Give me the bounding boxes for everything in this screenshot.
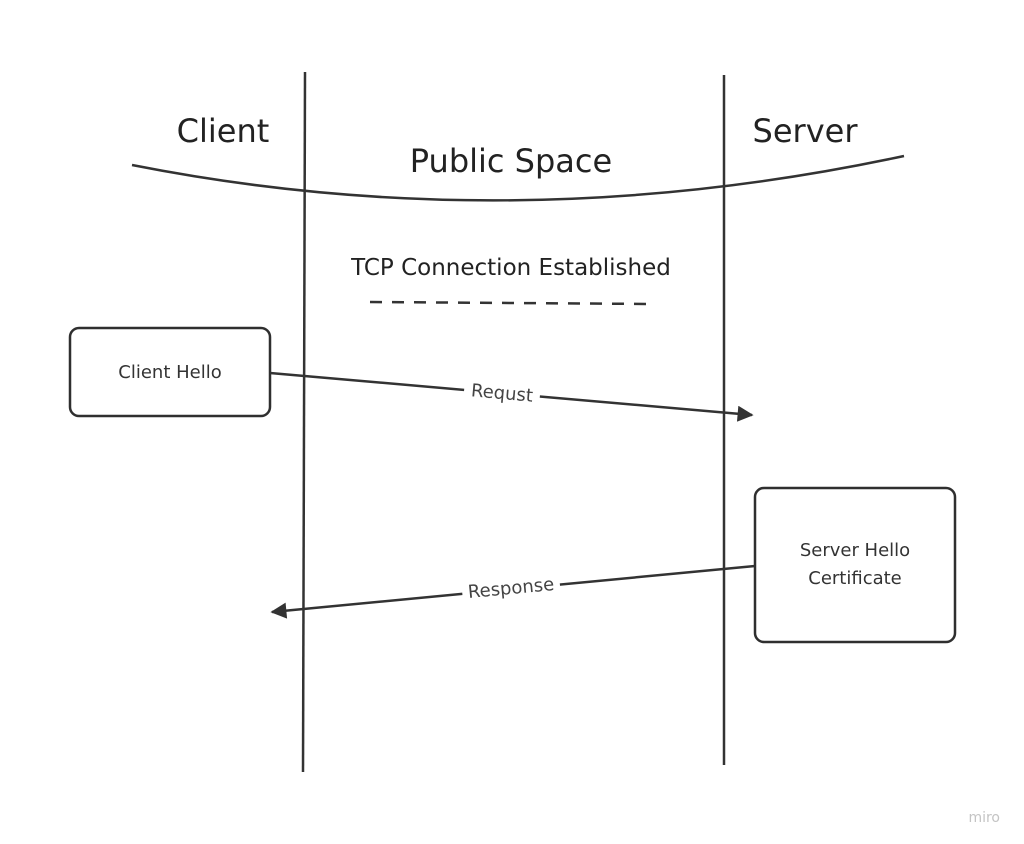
zone-label-server: Server [753, 112, 859, 150]
tcp-connection-note: TCP Connection Established [350, 255, 671, 281]
miro-watermark: miro [968, 810, 1000, 826]
request-label-bg [463, 377, 541, 409]
client-boundary-line [301, 71, 307, 773]
client-hello-label: Client Hello [118, 362, 221, 383]
server-certificate-label: Certificate [808, 568, 902, 589]
response-label-bg [461, 571, 561, 605]
server-hello-box [753, 486, 957, 644]
zone-label-client: Client [177, 112, 270, 150]
zone-label-public-space: Public Space [410, 142, 612, 180]
tcp-connection-dashed-line [369, 300, 654, 306]
client-hello-box [68, 326, 272, 418]
server-hello-label: Server Hello [800, 540, 910, 561]
response-label: Response [467, 574, 555, 603]
zone-separator-curve [131, 154, 905, 202]
